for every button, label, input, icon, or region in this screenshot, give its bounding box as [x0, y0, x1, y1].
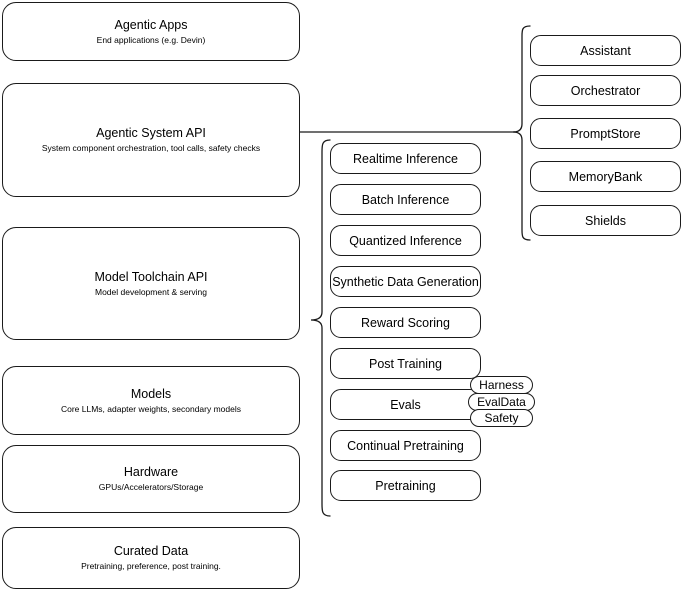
component-label: Pretraining: [375, 478, 436, 493]
component-label: Synthetic Data Generation: [332, 274, 479, 289]
toolchain-component-evals[interactable]: Evals: [330, 389, 481, 420]
toolchain-component-pretraining[interactable]: Pretraining: [330, 470, 481, 501]
component-label: Reward Scoring: [361, 315, 450, 330]
layer-subtitle: Pretraining, preference, post training.: [81, 561, 221, 571]
toolchain-component-continual-pretraining[interactable]: Continual Pretraining: [330, 430, 481, 461]
component-label: Quantized Inference: [349, 233, 462, 248]
component-label: Shields: [585, 213, 626, 228]
layer-model-toolchain-api[interactable]: Model Toolchain API Model development & …: [2, 227, 300, 340]
layer-title: Model Toolchain API: [94, 269, 208, 284]
component-label: Orchestrator: [570, 83, 641, 98]
layer-agentic-apps[interactable]: Agentic Apps End applications (e.g. Devi…: [2, 2, 300, 61]
component-label: Evals: [390, 397, 421, 412]
component-label: Assistant: [580, 43, 631, 58]
toolchain-component-synthetic-data-generation[interactable]: Synthetic Data Generation: [330, 266, 481, 297]
layer-title: Agentic Apps: [114, 17, 188, 32]
layer-agentic-system-api[interactable]: Agentic System API System component orch…: [2, 83, 300, 197]
agentic-component-shields[interactable]: Shields: [530, 205, 681, 236]
badge-label: Harness: [479, 378, 524, 392]
component-label: PromptStore: [570, 126, 641, 141]
toolchain-component-realtime-inference[interactable]: Realtime Inference: [330, 143, 481, 174]
layer-subtitle: GPUs/Accelerators/Storage: [98, 482, 204, 492]
eval-badge-safety[interactable]: Safety: [470, 409, 533, 427]
layer-subtitle: Model development & serving: [95, 286, 207, 297]
component-label: Continual Pretraining: [347, 438, 464, 453]
component-label: Realtime Inference: [353, 151, 458, 166]
layer-hardware[interactable]: Hardware GPUs/Accelerators/Storage: [2, 445, 300, 513]
toolchain-component-post-training[interactable]: Post Training: [330, 348, 481, 379]
layer-title: Models: [130, 386, 172, 401]
bracket-agentic-components: [510, 24, 534, 246]
badge-label: EvalData: [477, 395, 526, 409]
layer-subtitle: End applications (e.g. Devin): [96, 34, 206, 45]
component-label: Batch Inference: [361, 192, 450, 207]
layer-models[interactable]: Models Core LLMs, adapter weights, secon…: [2, 366, 300, 435]
layer-title: Curated Data: [113, 544, 189, 558]
agentic-component-promptstore[interactable]: PromptStore: [530, 118, 681, 149]
layer-title: Agentic System API: [96, 126, 206, 140]
agentic-component-assistant[interactable]: Assistant: [530, 35, 681, 66]
badge-label: Safety: [484, 411, 519, 425]
component-label: MemoryBank: [568, 169, 643, 184]
layer-subtitle: System component orchestration, tool cal…: [41, 143, 261, 153]
agentic-component-memorybank[interactable]: MemoryBank: [530, 161, 681, 192]
layer-title: Hardware: [123, 465, 179, 479]
connector-agentic-system-to-components: [300, 125, 515, 141]
toolchain-component-batch-inference[interactable]: Batch Inference: [330, 184, 481, 215]
layer-curated-data[interactable]: Curated Data Pretraining, preference, po…: [2, 527, 300, 589]
toolchain-component-reward-scoring[interactable]: Reward Scoring: [330, 307, 481, 338]
agentic-component-orchestrator[interactable]: Orchestrator: [530, 75, 681, 106]
component-label: Post Training: [369, 356, 442, 371]
layer-subtitle: Core LLMs, adapter weights, secondary mo…: [60, 403, 241, 414]
eval-badge-harness[interactable]: Harness: [470, 376, 533, 394]
bracket-toolchain-components: [308, 138, 332, 520]
toolchain-component-quantized-inference[interactable]: Quantized Inference: [330, 225, 481, 256]
